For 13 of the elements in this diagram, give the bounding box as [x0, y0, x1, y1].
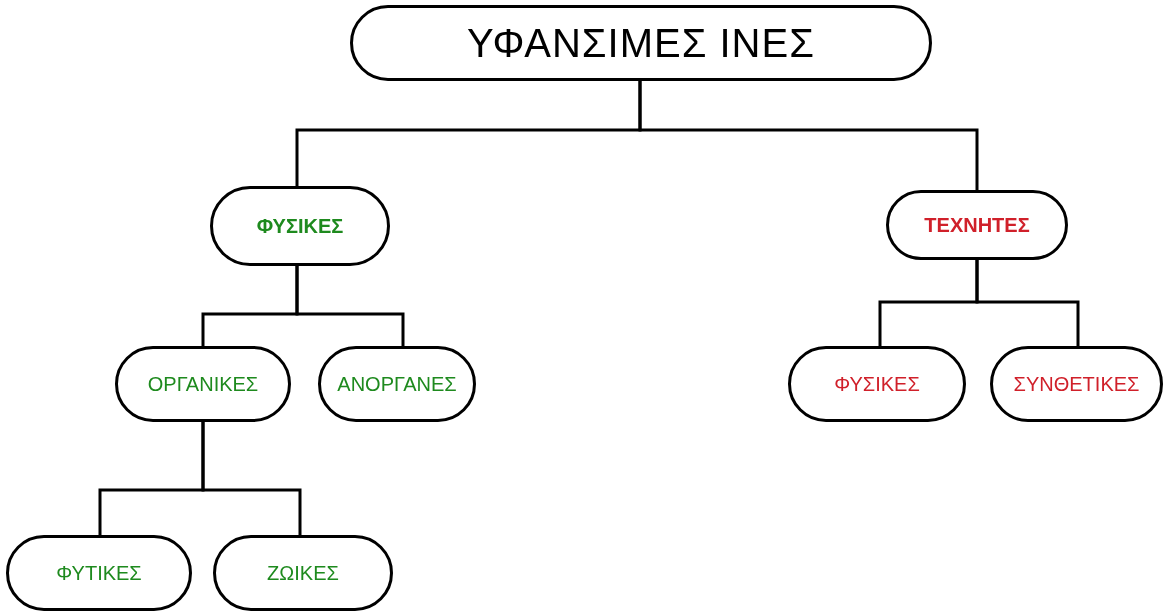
node-label: ΖΩΙΚΕΣ — [267, 561, 339, 585]
node-label: ΥΦΑΝΣΙΜΕΣ ΙΝΕΣ — [467, 20, 815, 66]
connector-line — [201, 422, 302, 535]
node-label: ΦΥΣΙΚΕΣ — [834, 372, 920, 396]
node-label: ΦΥΣΙΚΕΣ — [256, 214, 344, 238]
connector-line — [638, 81, 979, 190]
node-label: ΤΕΧΝΗΤΕΣ — [924, 213, 1030, 237]
node-label: ΑΝΟΡΓΑΝΕΣ — [337, 372, 457, 396]
connector-line — [295, 266, 405, 346]
node-label: ΦΥΤΙΚΕΣ — [56, 561, 142, 585]
connector-line — [975, 260, 1080, 346]
node-label: ΟΡΓΑΝΙΚΕΣ — [147, 372, 259, 396]
node-label: ΣΥΝΘΕΤΙΚΕΣ — [1013, 372, 1140, 396]
